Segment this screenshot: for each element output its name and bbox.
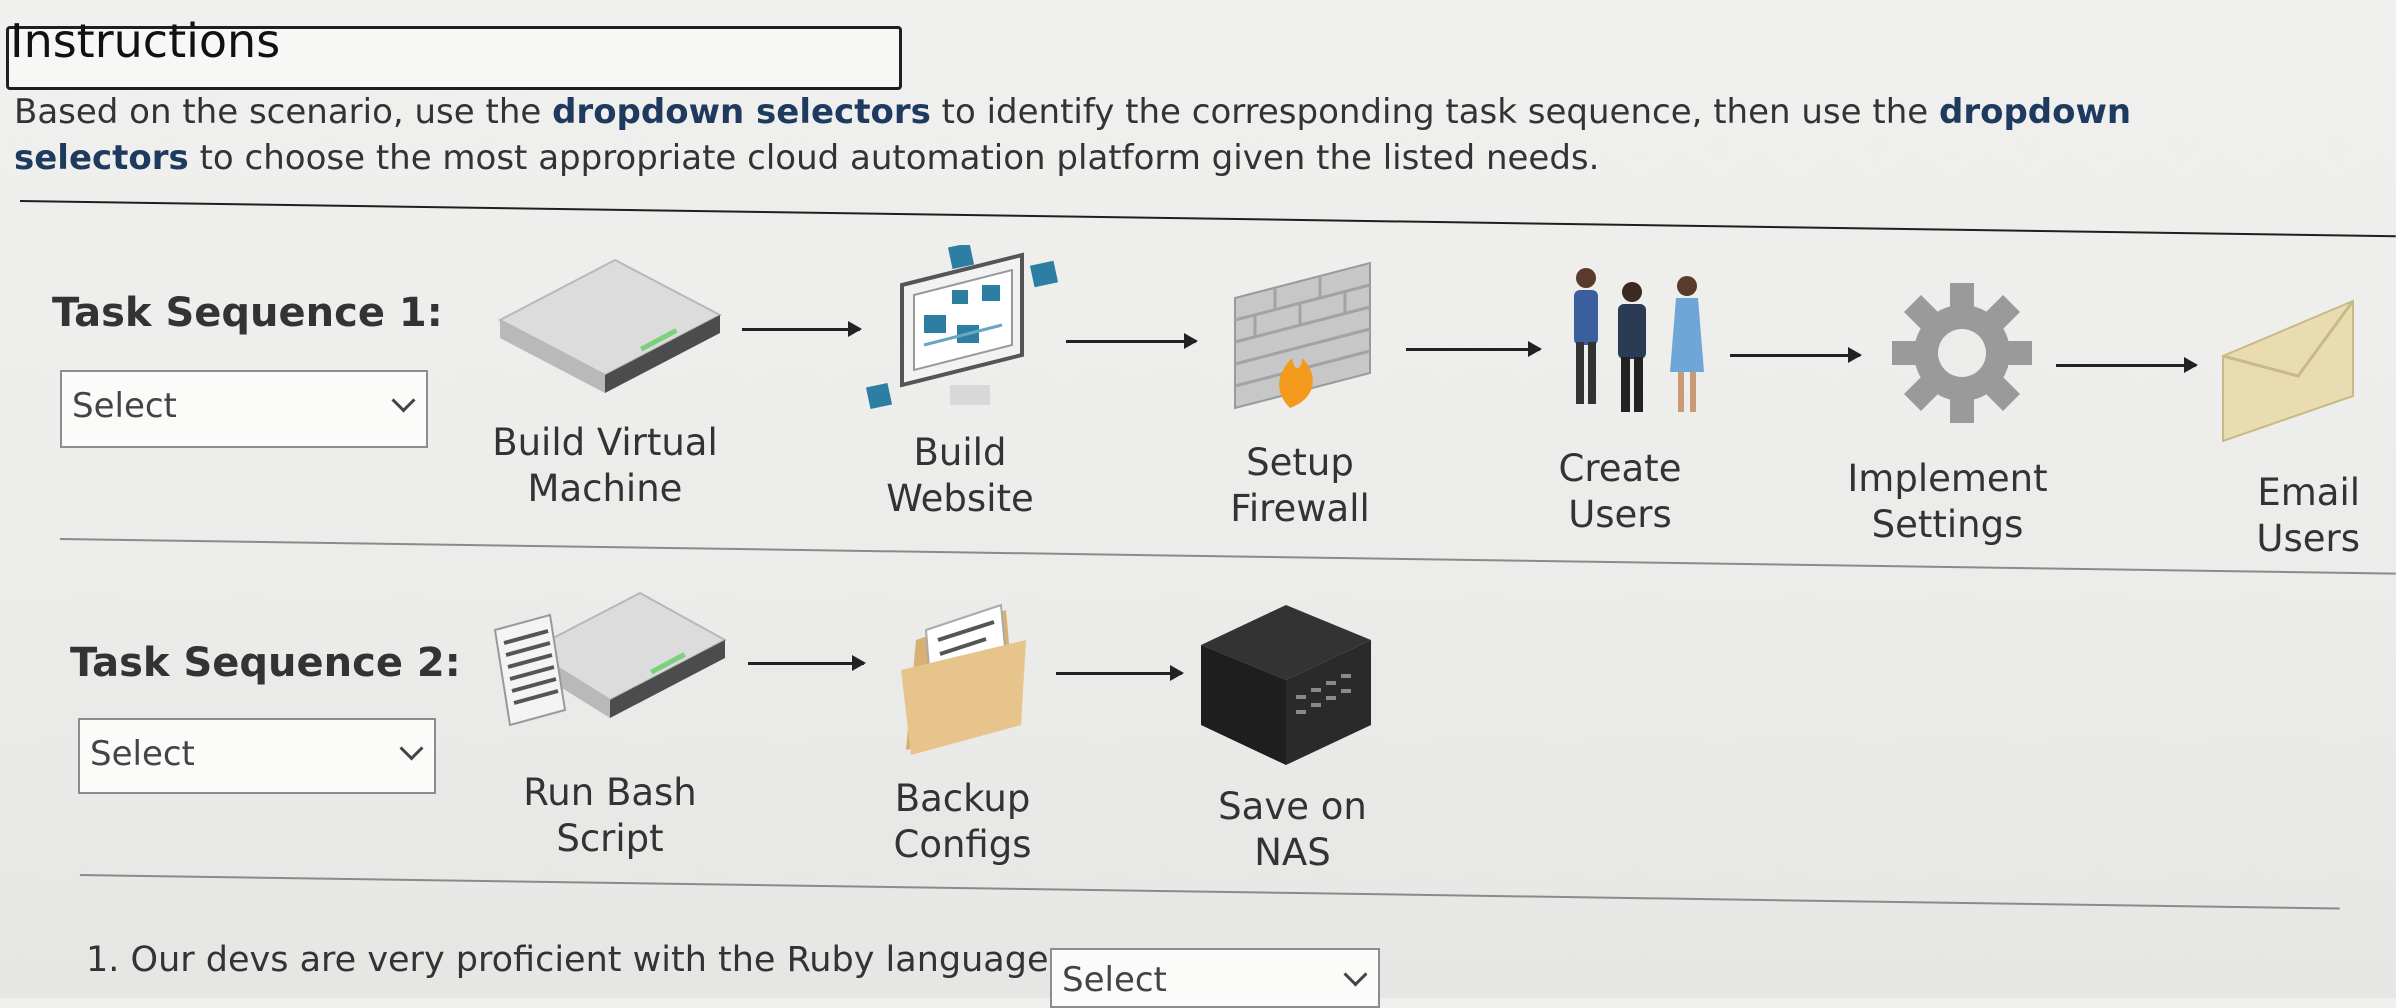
- select-value: Select: [72, 386, 177, 426]
- step-implement-settings-label: Implement Settings: [1840, 456, 2055, 548]
- chevron-down-icon: [1343, 962, 1368, 987]
- divider: [19, 200, 2396, 238]
- folder-icon: [896, 600, 1036, 760]
- instr-bold: selectors: [14, 138, 189, 178]
- step-build-website-label: Build Website: [870, 430, 1050, 522]
- step-run-bash-script-label: Run Bash Script: [500, 770, 720, 862]
- gear-icon: [1882, 278, 2042, 428]
- arrow-icon: [748, 655, 866, 671]
- step-email-users-label: Email Users: [2180, 470, 2360, 562]
- step-label-line: Backup: [894, 777, 1031, 820]
- arrow-icon: [1056, 665, 1184, 681]
- step-label-line: NAS: [1254, 831, 1331, 874]
- instructions-line-1: Based on the scenario, use the dropdown …: [14, 92, 2131, 132]
- arrow-icon: [2056, 357, 2198, 373]
- step-label-line: Implement: [1847, 457, 2048, 500]
- arrow-icon: [1066, 333, 1198, 349]
- step-label-line: Setup: [1246, 441, 1354, 484]
- instr-text: Based on the scenario, use the: [14, 92, 553, 132]
- question-1-select[interactable]: Select: [1050, 948, 1380, 1008]
- task-sequence-1-select[interactable]: Select: [60, 370, 428, 448]
- step-label-line: Save on: [1218, 785, 1367, 828]
- instr-text: to choose the most appropriate cloud aut…: [188, 138, 1600, 178]
- firewall-icon: [1230, 258, 1380, 418]
- step-label-line: Run Bash: [523, 771, 697, 814]
- step-label-line: Build: [913, 431, 1007, 474]
- arrow-icon: [1730, 347, 1862, 363]
- select-value: Select: [1062, 960, 1167, 1000]
- instructions-line-2: selectors to choose the most appropriate…: [14, 138, 1599, 178]
- step-label-line: Firewall: [1230, 487, 1370, 530]
- divider: [79, 874, 2340, 910]
- envelope-icon: [2218, 296, 2358, 446]
- select-value: Select: [90, 734, 195, 774]
- task-sequence-2-select[interactable]: Select: [78, 718, 436, 794]
- step-label-line: Settings: [1871, 503, 2024, 546]
- step-label-line: Build Virtual: [492, 421, 718, 464]
- step-label-line: Email: [2257, 471, 2360, 514]
- nas-icon: [1196, 600, 1376, 770]
- arrow-icon: [742, 321, 862, 337]
- arrow-icon: [1406, 341, 1542, 357]
- chevron-down-icon: [399, 736, 424, 761]
- instr-bold: dropdown: [1938, 92, 2132, 132]
- task-sequence-1-label: Task Sequence 1:: [52, 290, 443, 336]
- step-label-line: Configs: [893, 823, 1032, 866]
- task-sequence-2-label: Task Sequence 2:: [70, 640, 461, 686]
- users-icon: [1552, 262, 1712, 422]
- step-setup-firewall-label: Setup Firewall: [1210, 440, 1390, 532]
- instructions-title: Instructions: [10, 14, 281, 68]
- step-backup-configs-label: Backup Configs: [870, 776, 1055, 868]
- instr-text: to identify the corresponding task seque…: [930, 92, 1939, 132]
- step-label-line: Machine: [527, 467, 683, 510]
- step-label-line: Create: [1558, 447, 1682, 490]
- instructions-title-box: [6, 26, 902, 90]
- instr-bold: dropdown selectors: [552, 92, 931, 132]
- chevron-down-icon: [391, 388, 416, 413]
- website-monitor-icon: [862, 245, 1062, 415]
- step-build-vm-label: Build Virtual Machine: [470, 420, 740, 512]
- server-icon: [490, 255, 725, 395]
- step-label-line: Script: [556, 817, 664, 860]
- step-label-line: Users: [1568, 493, 1672, 536]
- step-label-line: Website: [886, 477, 1034, 520]
- step-label-line: Users: [2256, 517, 2360, 560]
- step-create-users-label: Create Users: [1530, 446, 1710, 538]
- script-server-icon: [490, 585, 730, 745]
- step-save-on-nas-label: Save on NAS: [1200, 784, 1385, 876]
- question-1-text: 1. Our devs are very proficient with the…: [86, 940, 1061, 980]
